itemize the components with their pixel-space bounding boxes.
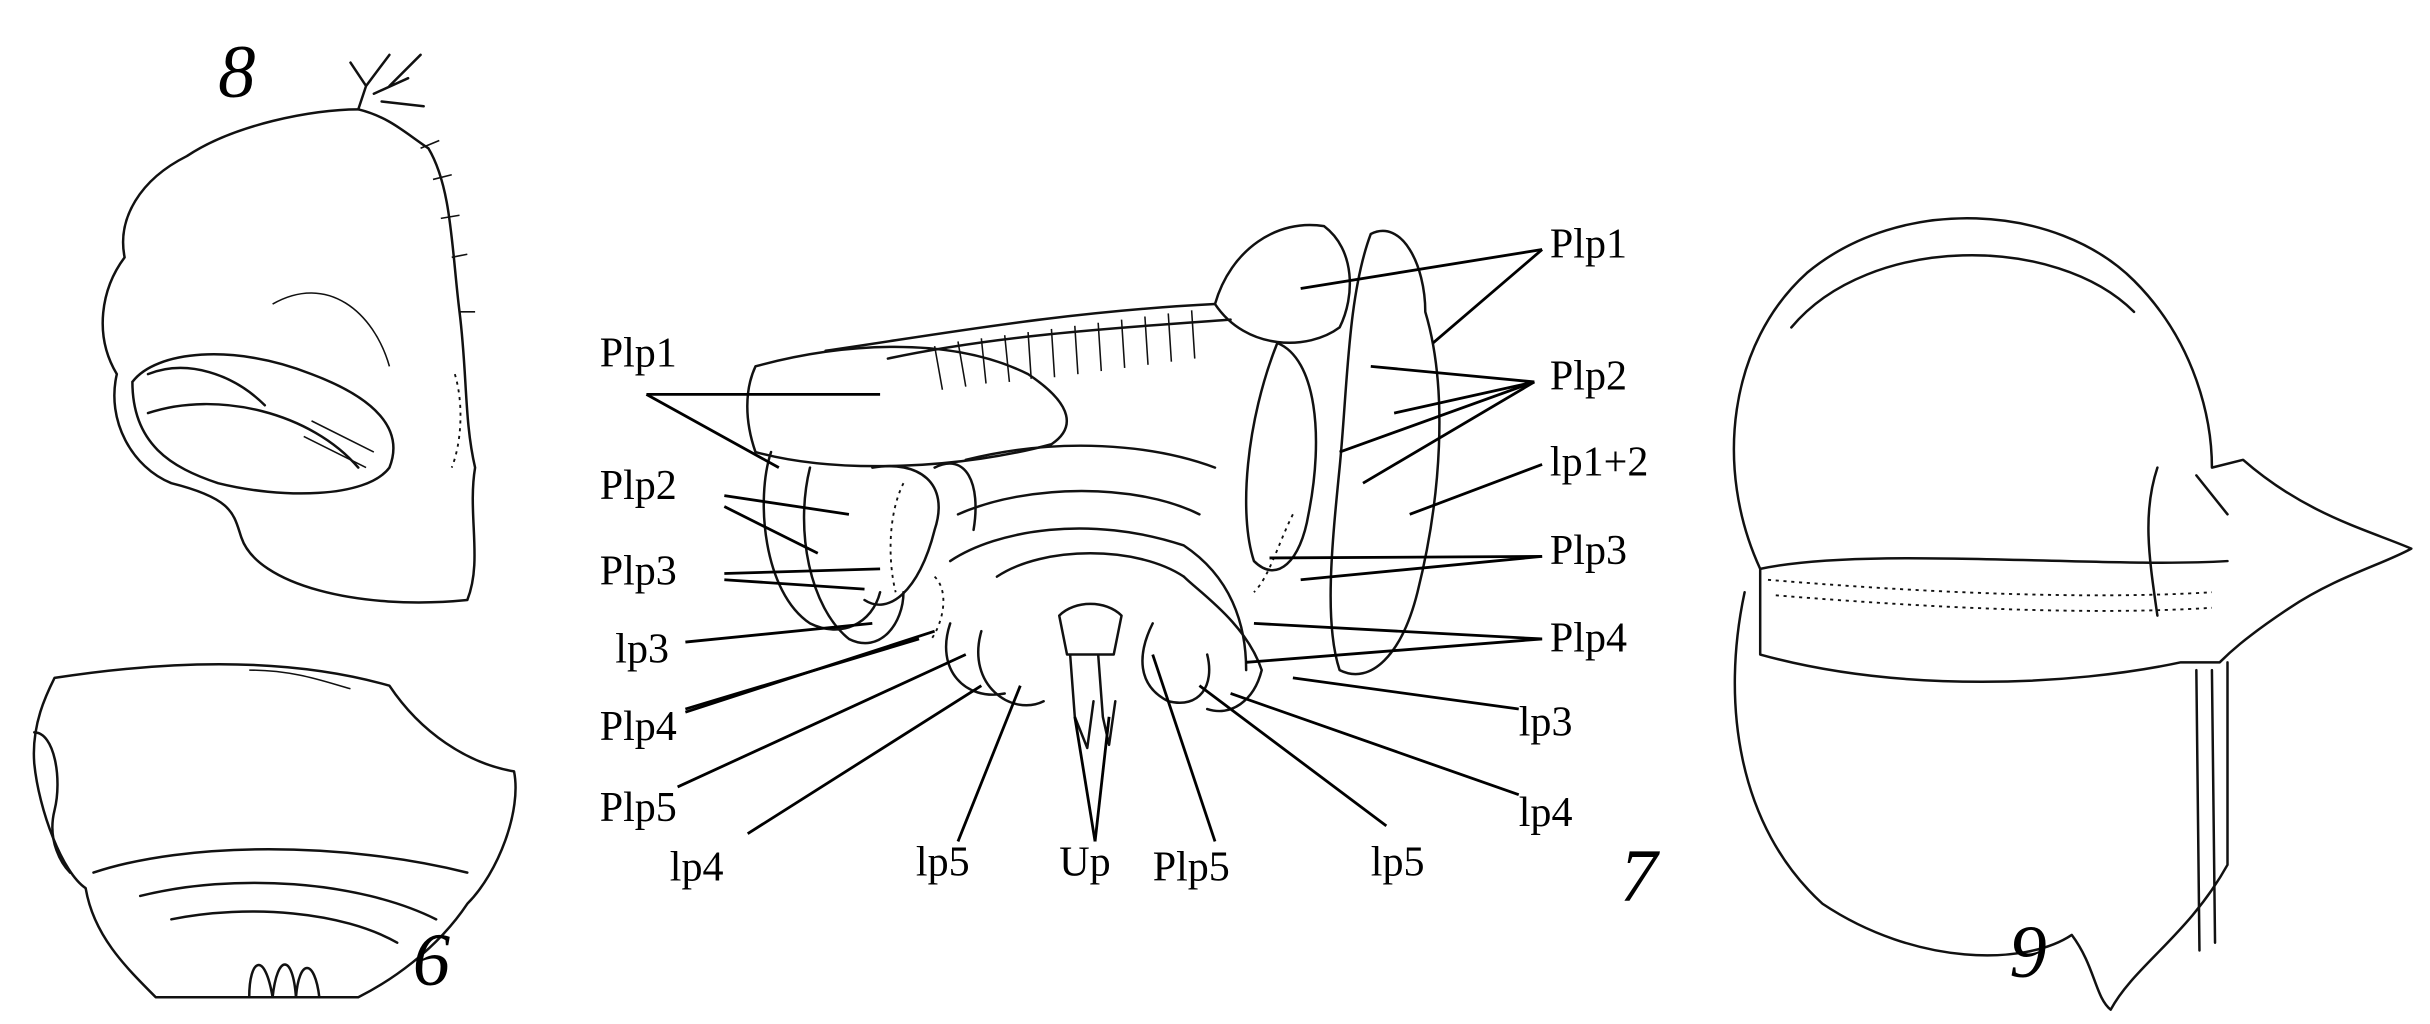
label-lp5-right-bottom: lp5 bbox=[1371, 840, 1425, 886]
figure-9-drawing bbox=[1732, 217, 2413, 1011]
label-plp4-right: Plp4 bbox=[1550, 615, 1627, 661]
label-lp3-left: lp3 bbox=[615, 626, 669, 672]
figure-number-7: 7 bbox=[1620, 835, 1660, 918]
label-plp1-left: Plp1 bbox=[600, 330, 677, 376]
label-lp1-2: lp1+2 bbox=[1550, 439, 1648, 485]
label-plp2-left: Plp2 bbox=[600, 463, 677, 509]
figure-number-6: 6 bbox=[413, 919, 451, 1002]
figure-7-drawing bbox=[746, 223, 1441, 750]
label-plp4-left: Plp4 bbox=[600, 704, 677, 750]
label-plp3-left: Plp3 bbox=[600, 548, 677, 594]
label-lp4-bottom: lp4 bbox=[670, 844, 724, 890]
figure-6-drawing bbox=[32, 663, 517, 999]
label-lp5-bottom: lp5 bbox=[916, 840, 970, 886]
label-lp3-right: lp3 bbox=[1519, 700, 1573, 746]
label-plp5-left: Plp5 bbox=[600, 785, 677, 831]
label-lp4-right: lp4 bbox=[1519, 790, 1573, 836]
figure-8-drawing bbox=[101, 53, 477, 604]
leader-lines bbox=[645, 248, 1544, 842]
fig7-labels: Plp1 Plp2 Plp3 lp3 Plp4 Plp5 lp4 lp5 Up … bbox=[600, 221, 1649, 890]
label-plp1-right: Plp1 bbox=[1550, 221, 1627, 267]
label-plp5-bottom: Plp5 bbox=[1153, 844, 1230, 890]
label-plp2-right: Plp2 bbox=[1550, 354, 1627, 400]
label-up: Up bbox=[1059, 840, 1110, 886]
figure-number-9: 9 bbox=[2009, 911, 2046, 994]
label-plp3-right: Plp3 bbox=[1550, 528, 1627, 574]
figure-number-8: 8 bbox=[218, 31, 255, 114]
